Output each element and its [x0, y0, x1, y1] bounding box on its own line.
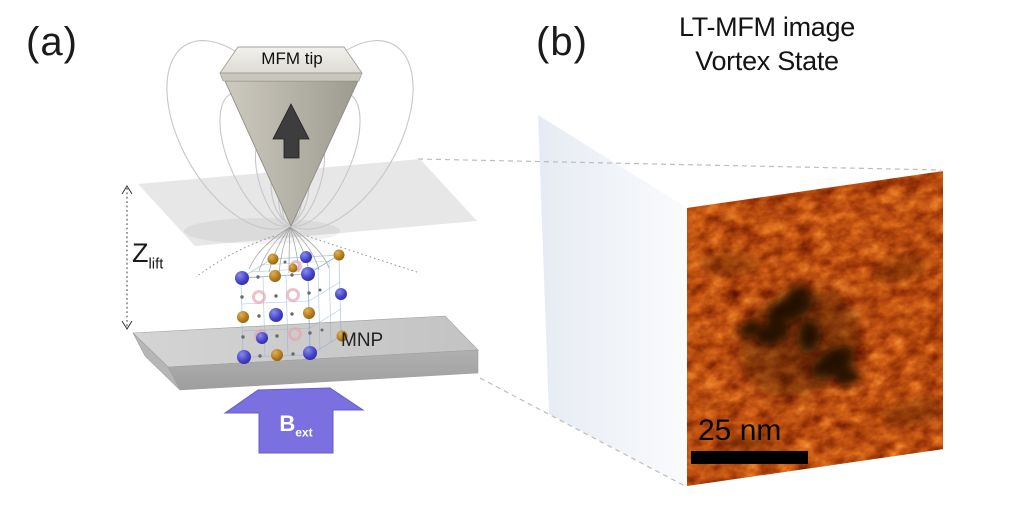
- tip-shadow: [184, 218, 340, 244]
- zlift-base: Z: [132, 238, 149, 268]
- bext-label: Bext: [259, 411, 333, 439]
- bext-arrow-shape: [223, 387, 365, 454]
- scale-bar: [691, 451, 808, 464]
- scan-plane: [138, 159, 477, 246]
- bext-sub: ext: [295, 425, 313, 440]
- orange-atoms: [237, 249, 348, 361]
- zlift-sub: lift: [148, 256, 164, 273]
- bext-base: B: [279, 411, 296, 436]
- mnp-crystal: [235, 249, 348, 364]
- panel-a-label: (a): [26, 20, 78, 64]
- tip-field-fan: [195, 226, 421, 278]
- tip-magnetization-arrow: [272, 103, 310, 159]
- panel-b-title-line1: LT-MFM image: [679, 12, 855, 42]
- zlift-arrow: [121, 185, 133, 330]
- mnp-label: MNP: [341, 330, 384, 351]
- vortex-pattern: [699, 252, 943, 452]
- mfm-tip-label: MFM tip: [261, 49, 323, 68]
- panel-b-title-line2: Vortex State: [695, 46, 839, 76]
- small-atoms: [240, 260, 324, 358]
- panel-b-label: (b): [536, 20, 588, 64]
- mfm-tip: [219, 46, 363, 228]
- projection-lines: [417, 158, 942, 487]
- zlift-label: Zlift: [132, 238, 163, 272]
- scale-bar-label: 25 nm: [698, 414, 782, 447]
- mfm-image: [687, 171, 943, 486]
- panel-b-title: LT-MFM image Vortex State: [643, 10, 891, 78]
- projection-plane: [538, 115, 687, 486]
- blue-atoms: [235, 251, 347, 364]
